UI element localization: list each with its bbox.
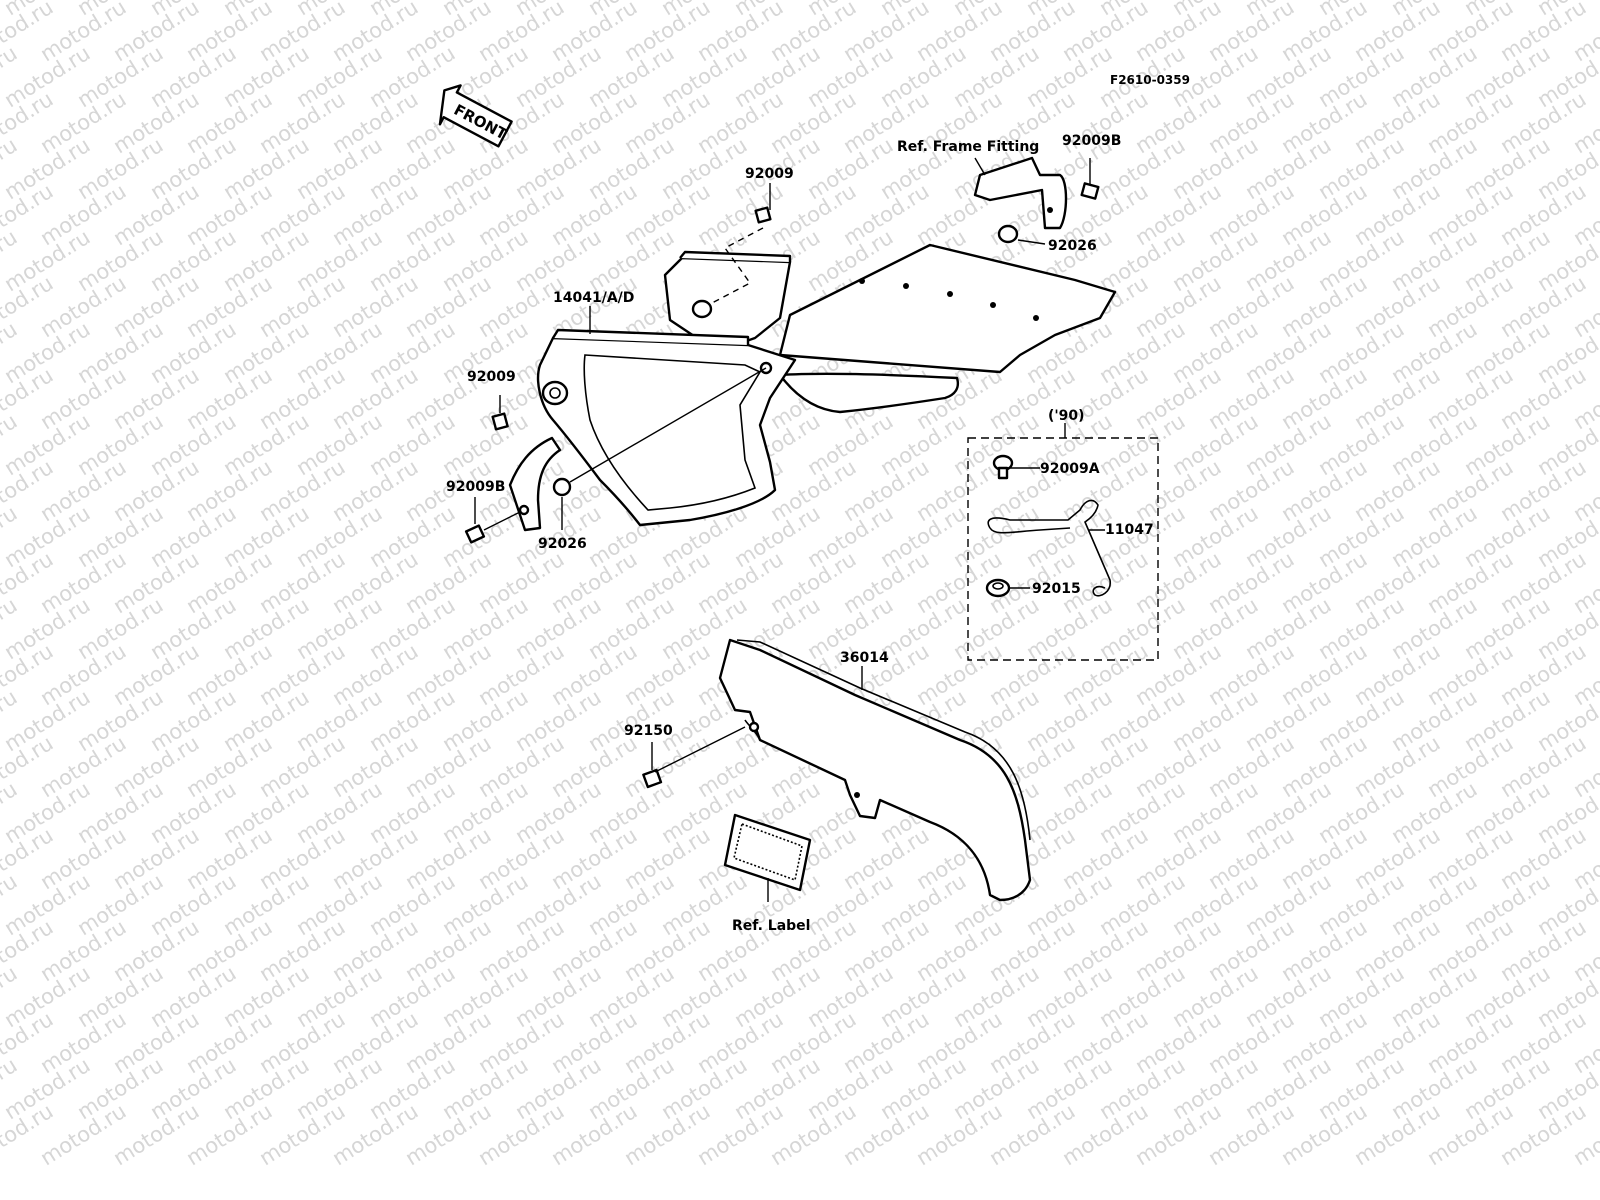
bolt-92009-left: [491, 395, 509, 431]
callout-92015: 92015: [1032, 581, 1081, 597]
warning-label-sticker: [723, 813, 812, 902]
callout-ref-frame-fitting: Ref. Frame Fitting: [897, 139, 1039, 155]
bolt-92009b-top: [1080, 158, 1100, 200]
callout-92150: 92150: [624, 723, 673, 739]
chain-cover-36014: [718, 638, 1032, 902]
bolt-92009a: [992, 454, 1040, 480]
collar-92026-left: [552, 367, 767, 530]
callout-92009a: 92009A: [1040, 461, 1100, 477]
figure-code: F2610-0359: [1110, 73, 1190, 87]
bolt-92009-top: [754, 197, 772, 224]
callout-92009b-top: 92009B: [1062, 133, 1121, 149]
callout-92026-top: 92026: [1048, 238, 1097, 254]
side-cover-14041: [536, 243, 1117, 527]
bolt-92150: [642, 726, 746, 789]
front-arrow-icon: FRONT: [438, 84, 513, 148]
frame-fitting-bracket: [973, 156, 1068, 230]
bolt-92009b-left: [464, 497, 530, 544]
group-box: [967, 437, 1159, 661]
year-90-label: ('90): [1048, 408, 1085, 424]
callout-92009-left: 92009: [467, 369, 516, 385]
side-cover-bracket-left: [508, 436, 562, 532]
callout-14041: 14041/A/D: [553, 290, 634, 306]
callout-92009-top: 92009: [745, 166, 794, 182]
callout-11047: 11047: [1105, 522, 1154, 538]
collar-92026-top: [997, 224, 1046, 245]
callout-92009b-left: 92009B: [446, 479, 505, 495]
spring-11047: [987, 499, 1111, 597]
callout-36014: 36014: [840, 650, 889, 666]
callout-92026-left: 92026: [538, 536, 587, 552]
grommet-92015: [985, 578, 1030, 598]
year-90-group: ('90): [967, 408, 1159, 661]
callout-ref-label: Ref. Label: [732, 918, 810, 934]
